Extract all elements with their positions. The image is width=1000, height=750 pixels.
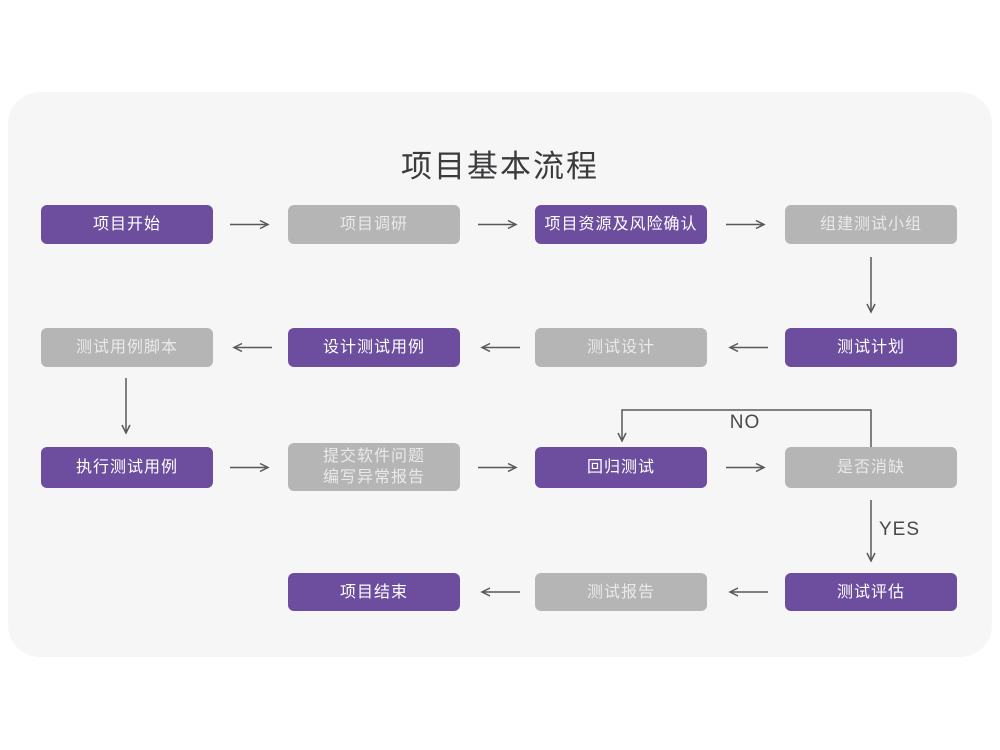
node-build-test-team: 组建测试小组 (785, 205, 957, 244)
node-test-evaluation: 测试评估 (785, 573, 957, 611)
node-design-test-case: 设计测试用例 (288, 328, 460, 367)
node-regression-test: 回归测试 (535, 447, 707, 488)
node-resource-risk-confirm: 项目资源及风险确认 (535, 205, 707, 244)
node-test-case-script: 测试用例脚本 (41, 328, 213, 367)
node-project-start: 项目开始 (41, 205, 213, 244)
edge-label-yes: YES (879, 519, 921, 540)
node-project-end: 项目结束 (288, 573, 460, 611)
flowchart-panel (8, 92, 992, 657)
node-run-test-case: 执行测试用例 (41, 447, 213, 488)
node-submit-issue-report: 提交软件问题 编写异常报告 (288, 443, 460, 491)
node-test-plan: 测试计划 (785, 328, 957, 367)
node-test-design: 测试设计 (535, 328, 707, 367)
node-defect-cleared: 是否消缺 (785, 447, 957, 488)
edge-label-no: NO (729, 412, 761, 433)
node-project-research: 项目调研 (288, 205, 460, 244)
diagram-title: 项目基本流程 (401, 149, 599, 184)
node-test-report: 测试报告 (535, 573, 707, 611)
